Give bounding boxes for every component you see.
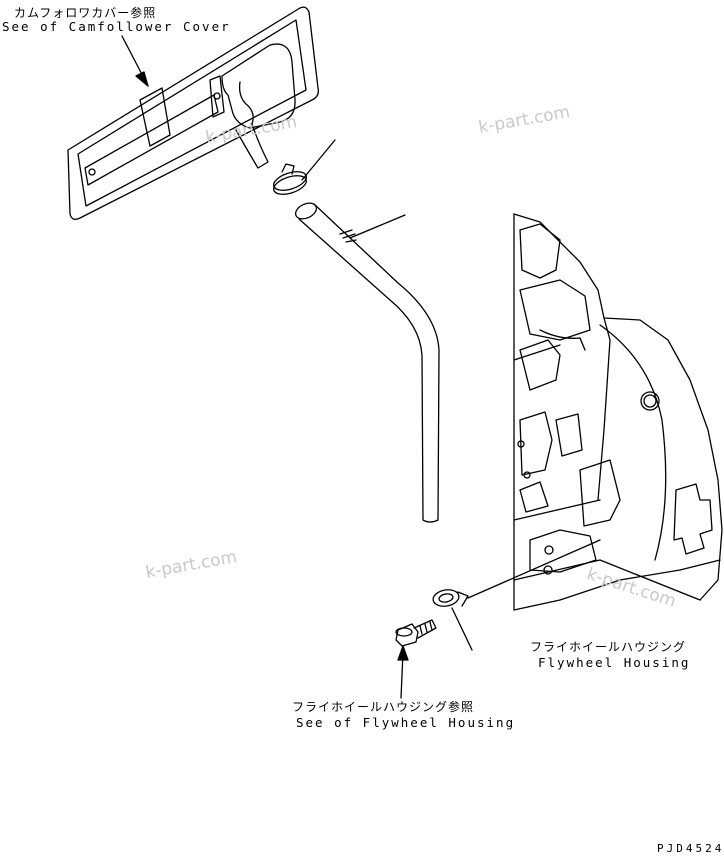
flywheel-ref-label-en: See of Flywheel Housing (296, 715, 516, 730)
camfollower-cover (67, 6, 320, 220)
flywheel-housing-label-en: Flywheel Housing (538, 655, 691, 670)
tube-fitting (432, 539, 601, 651)
camfollower-label-jp: カムフォロワカバー参照 (14, 6, 157, 20)
drawing-number: PJD4524 (657, 842, 724, 855)
flywheel-ref-label-jp: フライホイールハウジング参照 (292, 700, 475, 714)
flywheel-housing-label-jp: フライホイールハウジング (530, 640, 687, 654)
flywheel-housing (513, 213, 723, 611)
leader-camfollower (121, 35, 149, 87)
bolt (395, 619, 437, 699)
hose-clamp (272, 139, 336, 195)
breather-hose (294, 202, 440, 523)
camfollower-label-en: See of Camfollower Cover (2, 19, 231, 34)
